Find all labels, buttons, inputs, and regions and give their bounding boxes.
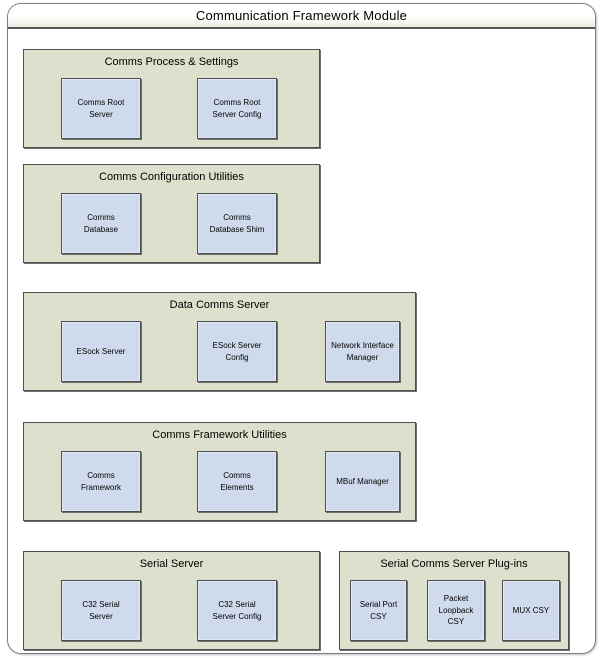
group-comms-process-settings: Comms Process & Settings Comms Root Serv… [23, 49, 320, 148]
group-title: Comms Configuration Utilities [99, 171, 244, 183]
node-comms-database: Comms Database [61, 193, 141, 254]
node-c32-serial-server: C32 Serial Server [61, 580, 141, 641]
node-comms-framework: Comms Framework [61, 451, 141, 512]
group-comms-configuration-utilities: Comms Configuration Utilities Comms Data… [23, 164, 320, 263]
node-c32-serial-server-config: C32 Serial Server Config [197, 580, 277, 641]
node-esock-server: ESock Server [61, 321, 141, 382]
node-mux-csy: MUX CSY [502, 580, 560, 641]
node-network-interface-manager: Network Interface Manager [325, 321, 400, 382]
group-title: Serial Server [139, 558, 204, 570]
node-comms-database-shim: Comms Database Shim [197, 193, 277, 254]
group-title: Comms Process & Settings [104, 56, 239, 68]
node-serial-port-csy: Serial Port CSY [350, 580, 407, 641]
node-comms-root-server-config: Comms Root Server Config [197, 78, 277, 139]
group-title: Serial Comms Server Plug-ins [380, 558, 528, 570]
node-comms-root-server: Comms Root Server [61, 78, 141, 139]
node-esock-server-config: ESock Server Config [197, 321, 277, 382]
group-title: Data Comms Server [169, 299, 270, 311]
group-serial-comms-server-plugins: Serial Comms Server Plug-ins Serial Port… [339, 551, 569, 650]
module-frame: Communication Framework Module Comms Pro… [7, 3, 596, 654]
group-comms-framework-utilities: Comms Framework Utilities Comms Framewor… [23, 422, 416, 521]
group-serial-server: Serial Server C32 Serial Server C32 Seri… [23, 551, 320, 650]
group-data-comms-server: Data Comms Server ESock Server ESock Ser… [23, 292, 416, 391]
node-packet-loopback-csy: Packet Loopback CSY [427, 580, 485, 641]
diagram-title: Communication Framework Module [195, 8, 408, 23]
group-title: Comms Framework Utilities [152, 429, 287, 441]
node-mbuf-manager: MBuf Manager [325, 451, 400, 512]
node-comms-elements: Comms Elements [197, 451, 277, 512]
titlebar: Communication Framework Module [8, 4, 595, 29]
